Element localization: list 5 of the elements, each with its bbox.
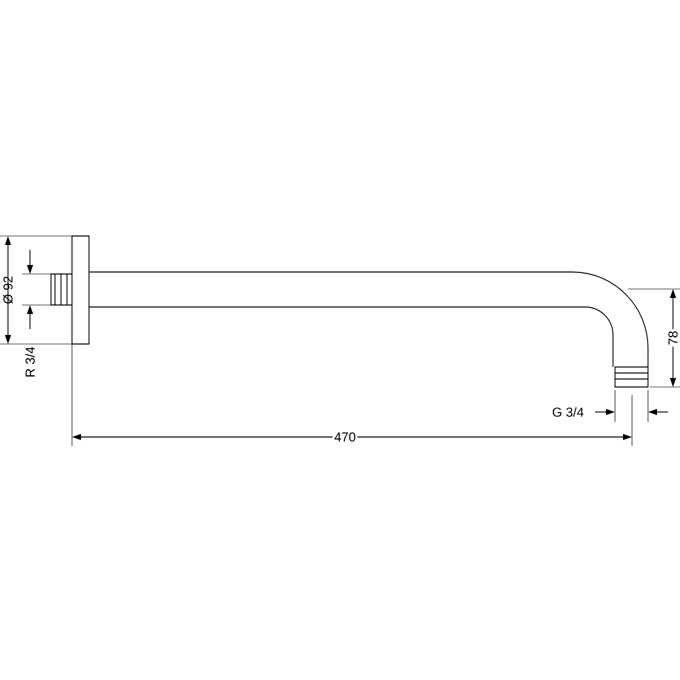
dimension-label: 470 xyxy=(332,430,358,444)
dimension-label: 78 xyxy=(666,329,680,347)
dimension-label: G 3/4 xyxy=(552,407,584,417)
dimension-label: R 3/4 xyxy=(25,346,35,376)
dimension-label: Ø 92 xyxy=(3,276,13,304)
